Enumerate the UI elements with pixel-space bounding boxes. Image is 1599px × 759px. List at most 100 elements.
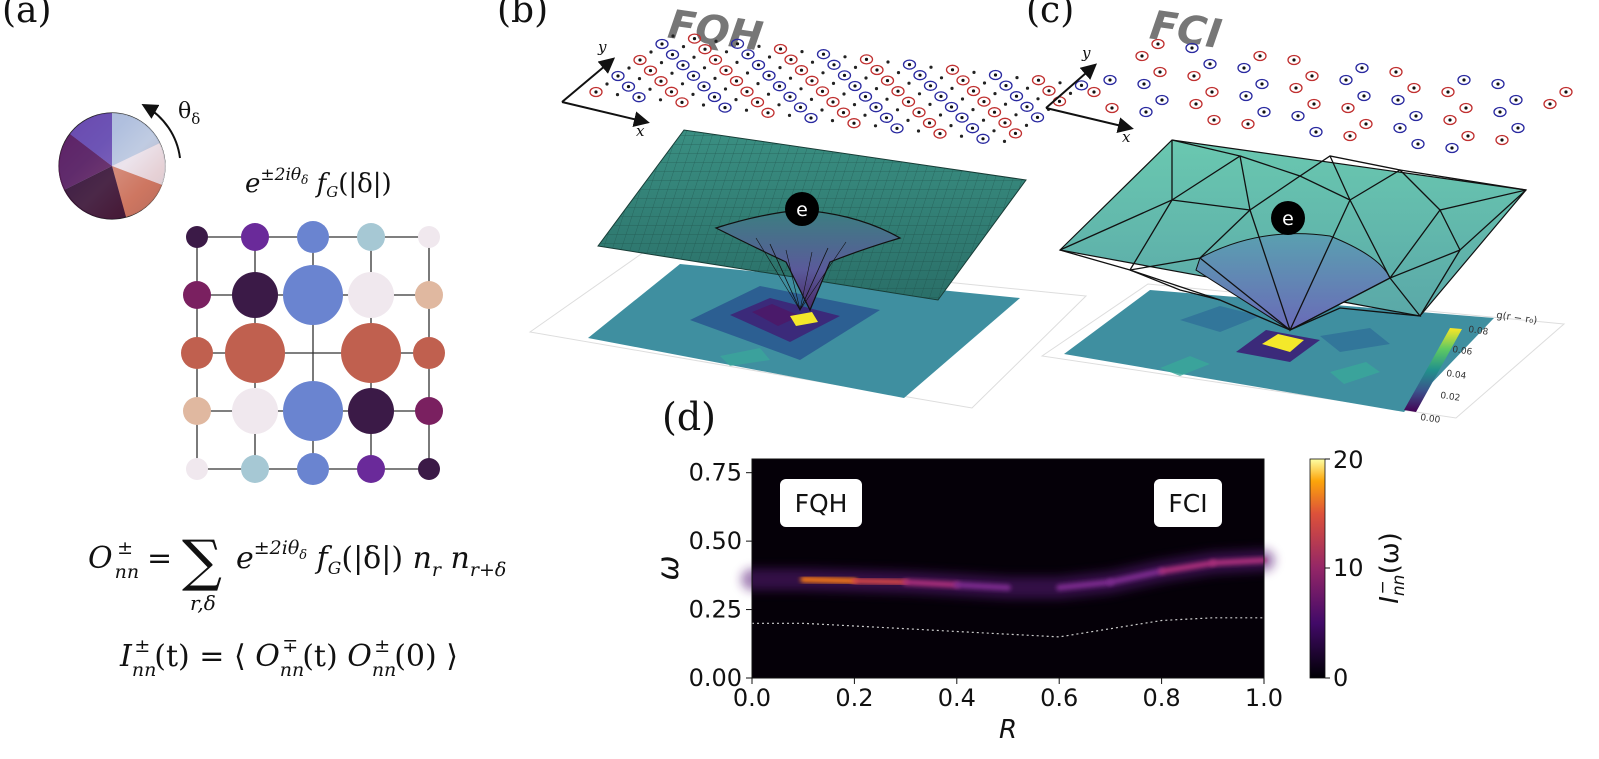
vortex-site [1189, 98, 1203, 110]
x-axis-label: R [999, 715, 1017, 745]
lattice-site [232, 272, 278, 318]
vortex-site [1205, 86, 1219, 98]
y-tick-label: 0.00 [689, 664, 742, 692]
lattice-dot [916, 129, 921, 133]
vortex-site [987, 107, 1002, 118]
vortex-site [676, 60, 690, 71]
vortex-site [698, 44, 712, 55]
fci-colorbar-label: g(r − r₀) [1496, 310, 1538, 327]
vortex-site [773, 43, 788, 55]
vortex-site [1339, 74, 1353, 86]
lattice-site [415, 281, 443, 309]
vortex-site [589, 86, 603, 98]
vortex-site [1491, 78, 1505, 90]
lattice-dot [691, 92, 695, 96]
vortex-site [643, 65, 658, 76]
lattice-site [225, 323, 285, 383]
vortex-site [870, 64, 884, 76]
lattice-dot [830, 119, 835, 123]
fci-colorbar-tick: 0.08 [1468, 325, 1490, 338]
lattice-dot [777, 103, 781, 107]
peak-segment [1158, 560, 1216, 575]
lattice-dot [734, 98, 738, 102]
vortex-site [761, 107, 775, 118]
vortex-site [1151, 38, 1165, 50]
lattice-dot [649, 50, 653, 54]
lattice-dot [1024, 123, 1029, 127]
vortex-site [1543, 98, 1557, 110]
lattice-dot [928, 102, 932, 106]
x-tick-label: 0.4 [938, 684, 976, 712]
vortex-site [1359, 118, 1373, 130]
spectral-peak [741, 549, 1275, 599]
vortex-site [923, 80, 938, 91]
panel-c: (c) FCI y x [1026, 0, 1573, 426]
lattice-dot [949, 124, 953, 128]
vortex-site [848, 80, 862, 92]
vortex-site [966, 85, 981, 97]
fci-colorbar-tick: 0.06 [1452, 345, 1474, 358]
vortex-site [944, 101, 959, 113]
vortex-site [654, 76, 668, 87]
vortex-site [945, 64, 960, 75]
lattice-dot [723, 87, 728, 91]
vortex-site [1207, 114, 1221, 126]
lattice-dot [907, 81, 911, 85]
vortex-site [1291, 110, 1305, 122]
spectral-colorbar: 0 10 20 Inn−(ω) [1309, 446, 1409, 692]
lattice-site [357, 455, 385, 483]
lattice-dot [810, 60, 815, 64]
vortex-site [697, 81, 711, 92]
lattice-dot [692, 55, 696, 59]
lattice-dot [809, 97, 814, 101]
vortex-site [1441, 86, 1455, 98]
vortex-site [1187, 70, 1201, 82]
vortex-site [730, 38, 745, 49]
colorbar-tick: 10 [1333, 554, 1364, 582]
vortex-site [1495, 134, 1509, 146]
vortex-site [664, 86, 679, 97]
lattice-dot [1003, 102, 1008, 106]
lattice-dot [658, 98, 663, 102]
vortex-site [1493, 106, 1507, 118]
peak-segment [800, 576, 858, 584]
lattice-dot [959, 134, 964, 138]
lattice-dot [831, 81, 836, 85]
vortex-site [826, 96, 840, 108]
lattice-dot [821, 71, 825, 75]
panel-a: (a) θδ e±2iθδ fG(|δ|) [2, 0, 506, 681]
fqh-density-map [528, 251, 1088, 409]
x-tick-label: 0.0 [733, 684, 771, 712]
lattice-dot [820, 108, 824, 112]
lattice-site [357, 223, 385, 251]
lattice-dot [799, 87, 803, 91]
lattice-site [418, 458, 440, 480]
vortex-site [1443, 114, 1457, 126]
vortex-site [1139, 106, 1153, 118]
lattice-dot [1068, 91, 1073, 95]
fci-annotation: FCI [1154, 479, 1222, 527]
vortex-site [751, 59, 766, 71]
vortex-site [1255, 78, 1269, 90]
vortex-site [1287, 54, 1301, 66]
vortex-site [1391, 94, 1405, 106]
y-axis-label: ω [651, 555, 686, 580]
vortex-site [1289, 82, 1303, 94]
vortex-site [1030, 112, 1045, 123]
svg-text:e: e [1282, 208, 1294, 230]
fci-density-map [1040, 283, 1566, 419]
vortex-site [793, 102, 808, 113]
peak-segment [902, 579, 960, 588]
panel-c-label: (c) [1026, 0, 1074, 31]
lattice-dot [681, 45, 686, 49]
vortex-site [741, 49, 755, 60]
lattice-site [348, 388, 394, 434]
lattice-dot [981, 118, 986, 122]
lattice-dot [938, 113, 943, 117]
lattice-site [415, 397, 443, 425]
vortex-site [729, 75, 744, 87]
vortex-site [1137, 78, 1151, 90]
fqh-axis-y: y [597, 38, 607, 56]
vortex-site [988, 69, 1003, 81]
lattice-dot [950, 86, 954, 90]
